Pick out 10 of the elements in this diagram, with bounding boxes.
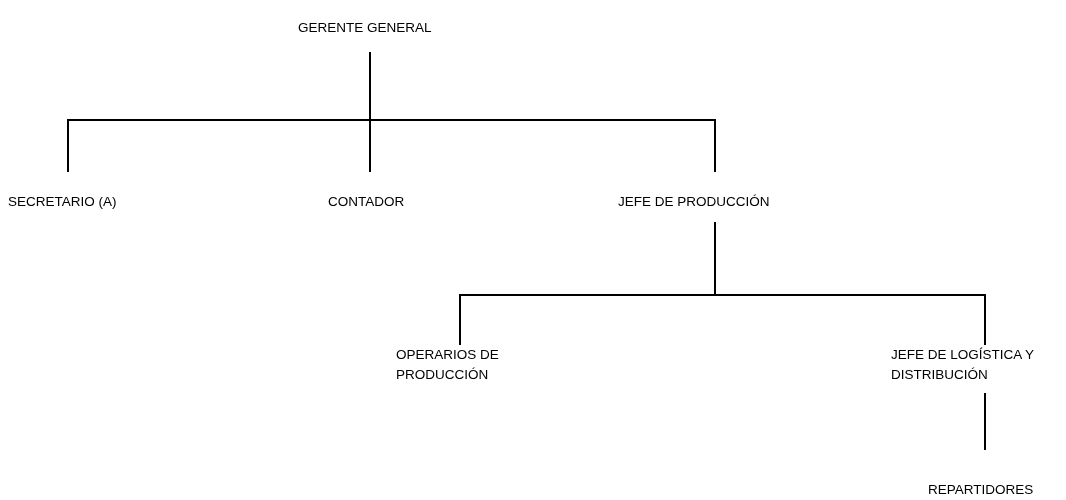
connector-line — [984, 392, 986, 451]
position-label: JEFE DE LOGÍSTICA Y DISTRIBUCIÓN — [891, 345, 1041, 386]
position-label: REPARTIDORES — [928, 450, 1048, 500]
connector-line — [369, 51, 716, 173]
position-label: SECRETARIO (A) — [8, 172, 158, 213]
position-label: OPERARIOS DE PRODUCCIÓN — [396, 345, 536, 386]
connector-line — [714, 221, 986, 346]
position-label: JEFE DE PRODUCCIÓN — [618, 172, 818, 213]
position-label: CONTADOR — [328, 172, 428, 213]
position-label: GERENTE GENERAL — [298, 14, 448, 39]
